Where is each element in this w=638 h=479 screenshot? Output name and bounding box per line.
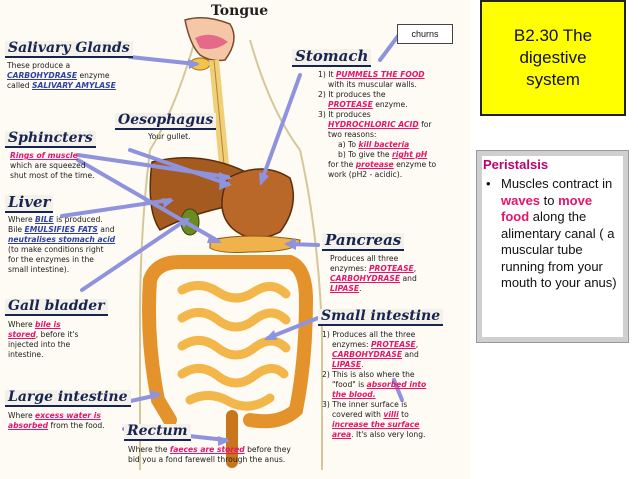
oesophagus-label: Oesophagus (115, 113, 217, 130)
stomach-shape (221, 168, 295, 239)
slide-title: B2.30 The digestive system (513, 26, 593, 89)
large-intestine-shape (142, 255, 314, 429)
gall-bladder-label: Gall bladder (5, 299, 108, 316)
churns-annotation: churns (397, 24, 453, 44)
sphincters-description: Rings of muscle which are squeezed shut … (10, 151, 95, 180)
small-intestine-shape (177, 281, 291, 411)
stomach-description: 1) It PUMMELS THE FOOD with its muscular… (318, 70, 437, 179)
oesophagus-description: Your gullet. (148, 132, 191, 141)
rectum-description: Where the faeces are stored before they … (128, 445, 291, 464)
peristalsis-list: Muscles contract in waves to move food a… (483, 176, 622, 292)
tongue-shape (195, 34, 228, 50)
sphincters-label: Sphincters (5, 131, 96, 148)
pancreas-shape (209, 235, 301, 253)
slide-title-box: B2.30 The digestive system (480, 0, 626, 116)
pancreas-label: Pancreas (322, 232, 405, 251)
pancreas-description: Produces all three enzymes: PROTEASE, CA… (330, 254, 417, 293)
neck-outline (149, 39, 301, 151)
small-intestine-description: 1) Produces all the three enzymes: PROTE… (322, 330, 427, 439)
liver-description: Where BILE is produced. Bile EMULSIFIES … (8, 215, 116, 274)
tongue-label: Tongue (211, 3, 269, 19)
anatomy-illustration (60, 17, 404, 470)
rectum-label: Rectum (124, 424, 191, 441)
peristalsis-heading: Peristalsis (483, 157, 549, 172)
salivary-glands-label: Salivary Glands (5, 41, 133, 58)
large-intestine-description: Where excess water is absorbed from the … (8, 411, 105, 430)
peristalsis-bullet: Muscles contract in waves to move food a… (483, 176, 622, 292)
small-intestine-label: Small intestine (318, 309, 444, 326)
large-intestine-label: Large intestine (5, 390, 131, 407)
digestive-system-diagram: Tongue churns Salivary Glands These prod… (0, 0, 470, 479)
stomach-label: Stomach (292, 48, 372, 67)
peristalsis-info-box: Peristalsis Muscles contract in waves to… (476, 150, 629, 343)
liver-label: Liver (5, 194, 54, 213)
salivary-glands-description: These produce a CARBOHYDRASE enzyme call… (7, 61, 116, 90)
gall-bladder-description: Where bile is stored, before it's inject… (8, 320, 79, 359)
